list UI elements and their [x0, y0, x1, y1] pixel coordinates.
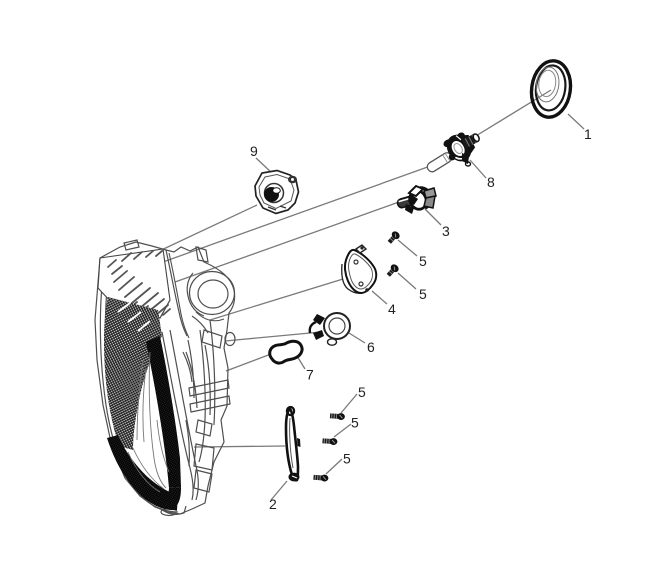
svg-text:8: 8	[487, 174, 495, 190]
svg-text:5: 5	[351, 415, 359, 431]
svg-text:5: 5	[358, 384, 366, 400]
svg-text:1: 1	[584, 126, 592, 142]
svg-text:5: 5	[419, 253, 427, 269]
svg-text:3: 3	[442, 223, 450, 239]
svg-text:6: 6	[367, 339, 375, 355]
svg-text:5: 5	[343, 451, 351, 467]
svg-text:4: 4	[388, 301, 396, 317]
svg-text:2: 2	[269, 496, 277, 512]
svg-text:7: 7	[306, 367, 314, 383]
svg-text:5: 5	[419, 286, 427, 302]
svg-text:9: 9	[250, 143, 258, 159]
